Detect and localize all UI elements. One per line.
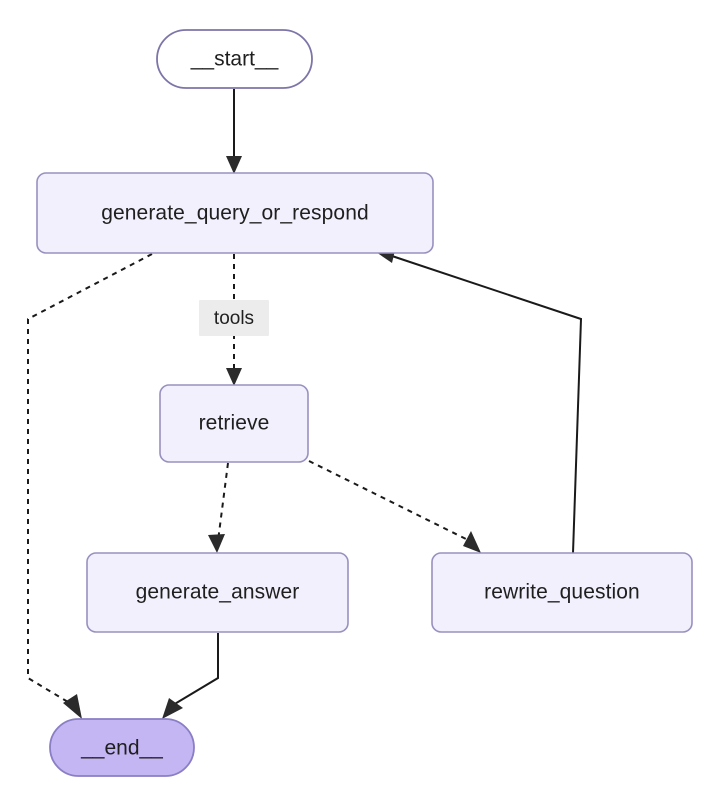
arrow-head-icon bbox=[226, 368, 242, 386]
node-generate-query-or-respond-label: generate_query_or_respond bbox=[101, 202, 369, 225]
arrow-head-icon bbox=[63, 694, 82, 719]
edge-start-to-generate-query bbox=[226, 89, 242, 174]
node-generate-answer[interactable]: generate_answer bbox=[86, 552, 349, 633]
edge-rewrite-question-to-generate-query bbox=[376, 246, 583, 554]
node-generate-answer-label: generate_answer bbox=[136, 581, 300, 604]
node-rewrite-question-shape[interactable] bbox=[431, 552, 693, 633]
edge-retrieve-to-generate-answer bbox=[208, 462, 229, 553]
node-end[interactable]: __end__ bbox=[49, 718, 195, 777]
arrow-head-icon bbox=[226, 156, 242, 174]
node-end-shape[interactable] bbox=[49, 718, 195, 777]
node-end-label: __end__ bbox=[80, 737, 163, 760]
edge-label-tools: tools bbox=[214, 308, 254, 329]
node-rewrite-question[interactable]: rewrite_question bbox=[431, 552, 693, 633]
arrow-head-icon bbox=[162, 698, 183, 719]
node-retrieve-shape[interactable] bbox=[159, 384, 309, 463]
edge-retrieve-to-rewrite-question bbox=[308, 460, 481, 553]
edge-path bbox=[217, 462, 229, 542]
edge-path bbox=[391, 255, 583, 554]
node-rewrite-question-label: rewrite_question bbox=[484, 581, 640, 604]
node-generate-query-or-respond-shape[interactable] bbox=[36, 172, 434, 254]
arrow-head-icon bbox=[208, 534, 225, 553]
edge-path bbox=[308, 460, 471, 542]
node-start-label: __start__ bbox=[190, 48, 279, 71]
node-start-shape[interactable] bbox=[156, 29, 313, 89]
arrow-head-icon bbox=[463, 531, 481, 553]
node-retrieve[interactable]: retrieve bbox=[159, 384, 309, 463]
node-generate-answer-shape[interactable] bbox=[86, 552, 349, 633]
edge-generate-query-to-end bbox=[27, 253, 153, 719]
edge-generate-answer-to-end bbox=[162, 633, 219, 719]
node-layer: __start__ generate_query_or_respond retr… bbox=[36, 29, 693, 777]
node-retrieve-label: retrieve bbox=[199, 412, 270, 435]
tools-label-background bbox=[199, 300, 269, 336]
edge-path bbox=[172, 633, 219, 706]
edge-layer bbox=[27, 89, 583, 719]
node-generate-query-or-respond[interactable]: generate_query_or_respond bbox=[36, 172, 434, 254]
edge-label-layer: tools bbox=[199, 300, 269, 336]
node-start[interactable]: __start__ bbox=[156, 29, 313, 89]
edge-path bbox=[27, 253, 153, 706]
